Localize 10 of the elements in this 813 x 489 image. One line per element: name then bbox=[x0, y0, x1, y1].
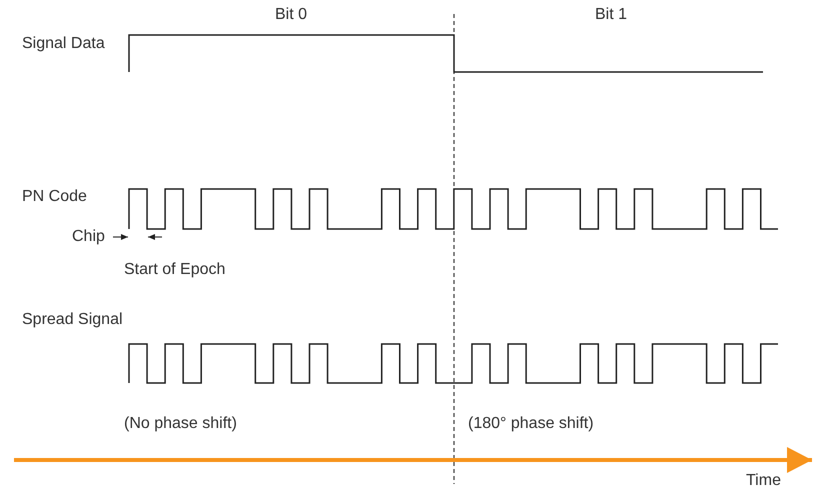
row-label: Spread Signal bbox=[22, 311, 123, 329]
row-label: Signal Data bbox=[22, 35, 105, 53]
bit-label: Bit 1 bbox=[595, 6, 628, 24]
phase-note: (No phase shift) bbox=[124, 415, 237, 433]
row-label: PN Code bbox=[22, 188, 87, 206]
epoch-label: Start of Epoch bbox=[124, 261, 226, 279]
bit-label: Bit 0 bbox=[275, 6, 308, 24]
axis-label: Time bbox=[746, 472, 781, 489]
phase-note: (180° phase shift) bbox=[468, 415, 594, 433]
chip-label: Chip bbox=[72, 228, 105, 246]
